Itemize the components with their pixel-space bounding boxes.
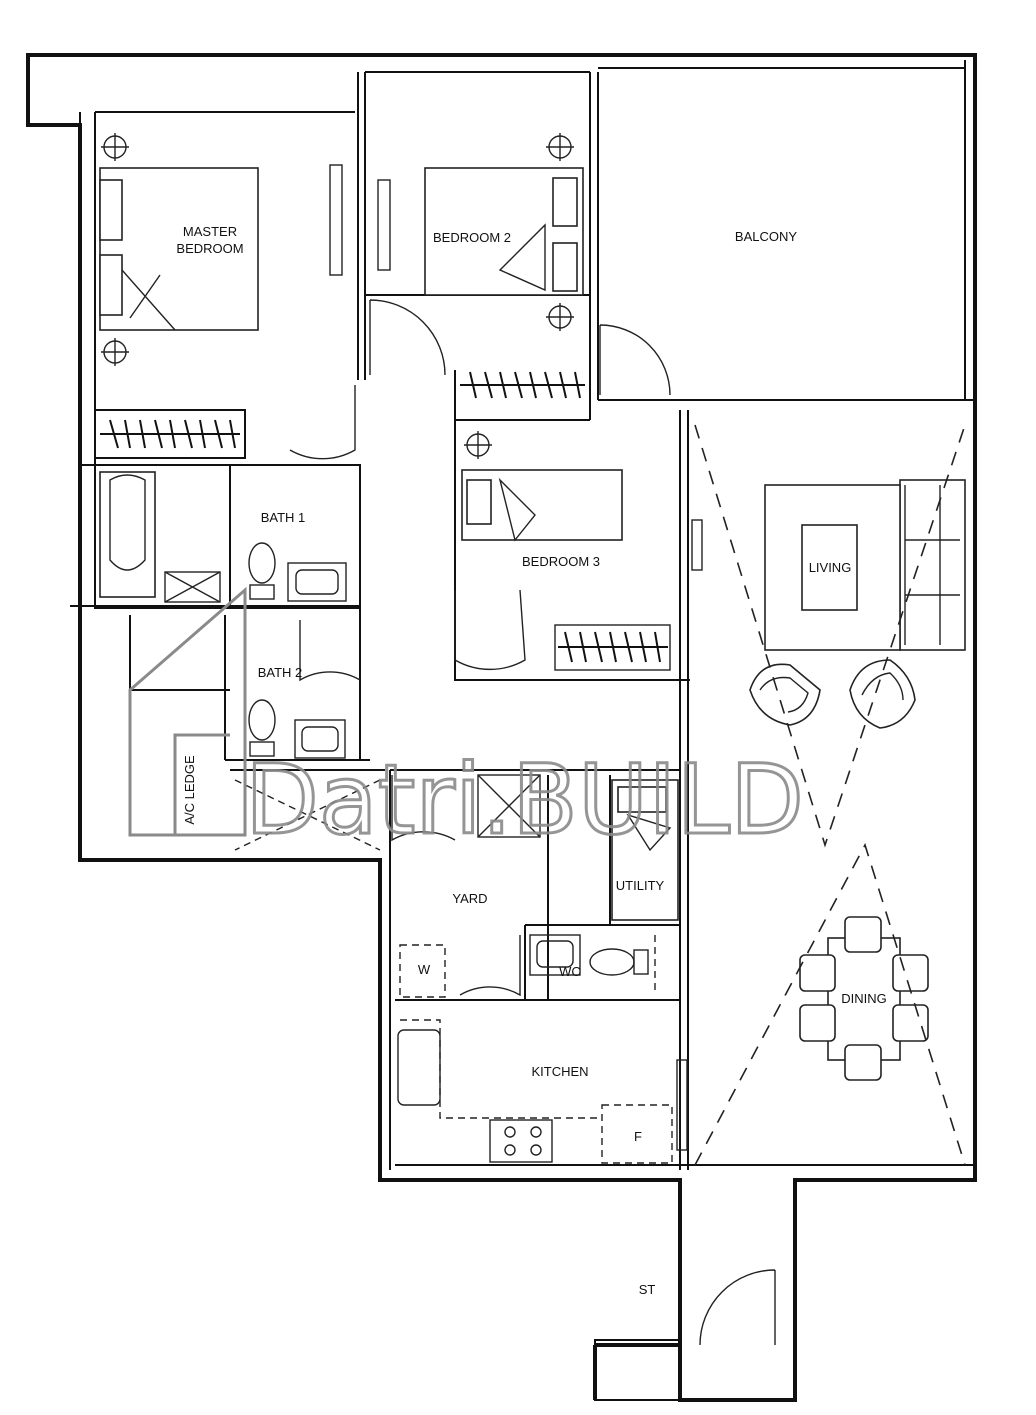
label-wc: WC <box>559 964 581 979</box>
label-store: ST <box>639 1282 656 1297</box>
room-labels: MASTER BEDROOM BEDROOM 2 BALCONY BATH 1 … <box>176 224 886 1297</box>
outer-walls <box>26 53 977 1402</box>
washer <box>399 944 446 998</box>
label-kitchen: KITCHEN <box>531 1064 588 1079</box>
label-yard: YARD <box>452 891 487 906</box>
watermark-logo-icon <box>128 586 247 837</box>
label-bath2: BATH 2 <box>258 665 303 680</box>
label-fridge: F <box>634 1129 642 1144</box>
label-ac-ledge: A/C LEDGE <box>182 755 197 825</box>
dining-table <box>827 937 901 1061</box>
fridge <box>601 1104 673 1164</box>
furniture <box>99 133 966 1164</box>
armchair-icon <box>749 659 916 729</box>
sofa <box>899 479 966 651</box>
wardrobe-hangers <box>100 371 671 671</box>
toilet-icon <box>248 542 649 976</box>
label-master-bedroom-line2: BEDROOM <box>176 241 243 256</box>
bathtub <box>99 471 156 598</box>
label-bath1: BATH 1 <box>261 510 306 525</box>
label-bedroom3: BEDROOM 3 <box>522 554 600 569</box>
basin-icon <box>287 562 581 1106</box>
master-bed <box>99 167 259 331</box>
windows <box>329 164 703 1151</box>
chair-icon <box>799 916 929 1081</box>
label-living: LIVING <box>809 560 852 575</box>
watermark: Datri.BUILD <box>128 586 805 858</box>
label-washer: W <box>418 962 431 977</box>
label-utility: UTILITY <box>616 878 665 893</box>
watermark-text: Datri.BUILD <box>245 744 804 856</box>
dashed-lines <box>234 424 966 1166</box>
label-dining: DINING <box>841 991 887 1006</box>
lamp-icon <box>101 133 574 459</box>
label-bedroom2: BEDROOM 2 <box>433 230 511 245</box>
interior-walls <box>70 60 975 1170</box>
doors <box>289 299 776 1346</box>
shower-tray <box>477 774 541 838</box>
label-master-bedroom-line1: MASTER <box>183 224 237 239</box>
label-balcony: BALCONY <box>735 229 797 244</box>
